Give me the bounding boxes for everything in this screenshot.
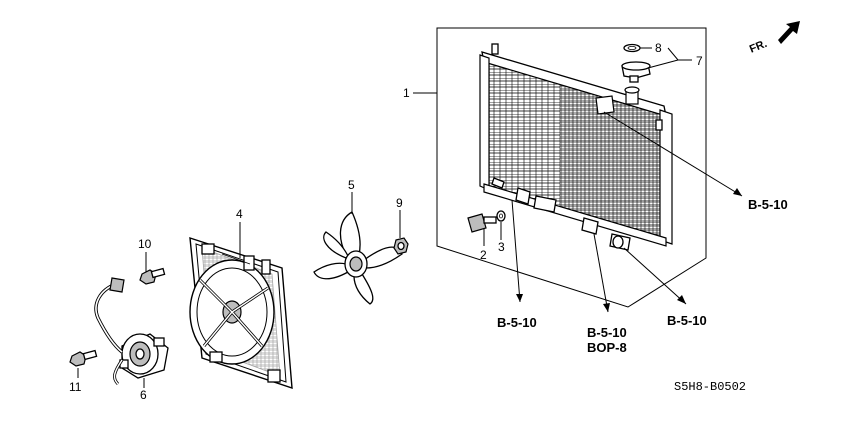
callout-2: 2: [480, 248, 487, 262]
callout-5: 5: [348, 178, 355, 192]
reference-lower-hose[interactable]: B-5-10: [667, 313, 707, 328]
drain-plug-icon: [467, 213, 497, 233]
radiator-icon: [479, 43, 673, 251]
leader-lines: [77, 47, 743, 388]
callout-7: 7: [696, 54, 703, 68]
reference-drain-hose[interactable]: B-5-10: [497, 315, 537, 330]
callout-9: 9: [396, 196, 403, 210]
fan-shroud-icon: [189, 237, 293, 389]
assembly-boundary: [436, 27, 707, 308]
wire-harness-icon: [94, 277, 125, 386]
callout-6: 6: [140, 388, 147, 402]
callout-10: 10: [138, 237, 152, 251]
callout-1: 1: [403, 86, 410, 100]
direction-label: FR.: [748, 38, 769, 56]
reference-atf-line-sub[interactable]: BOP-8: [587, 340, 627, 355]
diagram-code: S5H8-B0502: [674, 380, 746, 394]
fan-blade-icon: [313, 211, 403, 305]
callout-8: 8: [655, 41, 662, 55]
fan-motor-icon: [119, 333, 169, 379]
fan-nut-icon: [393, 237, 409, 255]
callout-11: 11: [69, 380, 82, 394]
front-arrow-icon: FR.: [748, 21, 800, 56]
callout-3: 3: [498, 240, 505, 254]
bolt-icon: [69, 349, 98, 367]
reference-atf-line[interactable]: B-5-10: [587, 325, 627, 340]
radiator-cap-icon: [621, 61, 651, 83]
cap-seal-icon: [623, 43, 641, 53]
bolt-icon: [139, 267, 166, 285]
drain-washer-icon: [496, 210, 506, 222]
reference-upper-hose[interactable]: B-5-10: [748, 197, 788, 212]
callout-4: 4: [236, 207, 243, 221]
